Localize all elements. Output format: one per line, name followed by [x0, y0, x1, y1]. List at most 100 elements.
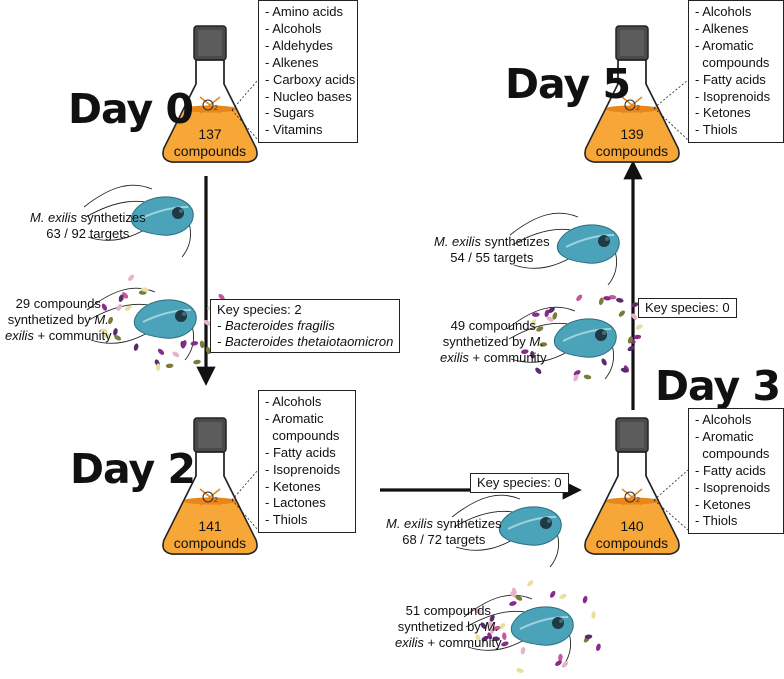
- compound-dot: [552, 312, 558, 320]
- compound-dot: [492, 636, 500, 641]
- compound-dot: [116, 303, 122, 312]
- compound-dot: [546, 316, 554, 322]
- compound-dot: [591, 611, 596, 619]
- species-name: M.: [529, 334, 544, 349]
- compound-item: - Isoprenoids: [265, 461, 341, 477]
- synth-targets: 63 / 92 targets: [46, 226, 130, 241]
- key-species-box-t2: Key species: 0: [470, 473, 569, 493]
- count-day0: 137 compounds: [165, 126, 255, 160]
- count-unit: compounds: [173, 535, 247, 551]
- compound-item: - Fatty acids: [265, 444, 336, 460]
- compound-dot: [157, 348, 165, 355]
- compound-dot: [633, 334, 642, 340]
- compound-item: - Alkenes: [265, 54, 319, 70]
- compound-dot: [103, 333, 111, 338]
- compound-item: - Thiols: [695, 122, 738, 138]
- compound-list-day3: - Alcohols - Aromatic compounds - Fatty …: [688, 408, 784, 535]
- compound-dot: [141, 287, 149, 292]
- compound-dot: [631, 313, 638, 320]
- compound-dot: [627, 336, 633, 344]
- count-day2: 141 compounds: [165, 518, 255, 552]
- community-text: synthetized by: [442, 334, 530, 349]
- compound-dot: [573, 370, 581, 376]
- compound-dot: [199, 340, 205, 349]
- compound-dot: [573, 374, 579, 382]
- compound-dot: [527, 580, 534, 587]
- community-count: 49 compounds: [450, 318, 536, 333]
- compound-dot: [218, 293, 225, 301]
- compound-dot: [498, 623, 506, 630]
- compound-item: - Fatty acids: [695, 462, 766, 478]
- compound-dot: [535, 367, 542, 374]
- community-text: synthetized by: [7, 312, 95, 327]
- compound-dot: [113, 328, 118, 336]
- community-text: synthetized by: [397, 619, 485, 634]
- key-species-item: - Bacteroides thetaiotaomicron: [217, 334, 394, 349]
- compound-item: - Ketones: [265, 478, 321, 494]
- compound-dot: [618, 310, 626, 317]
- compound-dot: [480, 622, 487, 629]
- species-name: M. exilis: [30, 210, 77, 225]
- count-value: 140: [620, 518, 644, 534]
- compound-dot: [122, 292, 129, 299]
- species-name: exilis: [440, 350, 469, 365]
- count-day5: 139 compounds: [587, 126, 677, 160]
- species-name: M. exilis: [386, 516, 433, 531]
- compound-item: - Aldehydes: [265, 37, 333, 53]
- compound-dot: [536, 326, 544, 332]
- compound-dot: [515, 595, 523, 601]
- count-value: 141: [198, 518, 222, 534]
- compound-item: - Alcohols: [695, 4, 752, 19]
- compound-item: - Lactones: [265, 495, 326, 511]
- synth-note-t3: M. exilis synthetizes 54 / 55 targets: [434, 234, 550, 266]
- compound-dot: [516, 668, 524, 673]
- compound-dot: [190, 341, 199, 346]
- compound-item: compounds: [695, 445, 770, 461]
- compound-dot: [532, 312, 540, 317]
- compound-dot: [181, 340, 187, 348]
- compound-dot: [601, 358, 607, 366]
- count-unit: compounds: [595, 143, 669, 159]
- synth-verb: synthetizes: [76, 210, 146, 225]
- count-value: 137: [198, 126, 222, 142]
- synth-verb: synthetizes: [480, 234, 550, 249]
- compound-dot: [603, 296, 611, 301]
- compound-item: - Isoprenoids: [695, 88, 771, 104]
- compound-item: - Nucleo bases: [265, 88, 352, 104]
- synth-verb: synthetizes: [432, 516, 502, 531]
- compound-dot: [530, 351, 535, 359]
- compound-dot: [584, 634, 593, 639]
- compound-dot: [502, 632, 507, 640]
- synth-note-t1: M. exilis synthetizes 63 / 92 targets: [30, 210, 146, 242]
- community-count: 29 compounds: [15, 296, 101, 311]
- connector-lines: [231, 79, 689, 531]
- compound-dot: [100, 328, 108, 334]
- synth-targets: 54 / 55 targets: [450, 250, 534, 265]
- compound-list-day2: - Alcohols - Aromatic compounds - Fatty …: [258, 390, 356, 534]
- compound-item: - Alcohols: [265, 394, 322, 409]
- key-species-box-t3: Key species: 0: [638, 298, 737, 318]
- compound-dot: [539, 342, 548, 347]
- compound-item: - Alcohols: [695, 412, 752, 427]
- compound-dot: [492, 625, 501, 631]
- compound-dot: [481, 635, 489, 642]
- species-name: exilis: [395, 635, 424, 650]
- compound-dot: [155, 363, 161, 371]
- species-name: exilis: [5, 328, 34, 343]
- compound-dot: [487, 632, 493, 640]
- key-species-item: - Bacteroides fragilis: [217, 318, 335, 333]
- compound-dot: [165, 363, 174, 369]
- compound-item: compounds: [265, 427, 340, 443]
- synth-note-t2: M. exilis synthetizes 68 / 72 targets: [386, 516, 502, 548]
- compound-dot: [488, 620, 494, 629]
- day-label-5: Day 5: [505, 60, 631, 108]
- compound-dot: [631, 302, 639, 308]
- compound-dot: [582, 595, 588, 604]
- species-name: M.: [94, 312, 109, 327]
- key-species-label: Key species: 2: [217, 302, 302, 317]
- compound-dot: [598, 297, 604, 306]
- compound-dot: [475, 634, 481, 642]
- count-day3: 140 compounds: [587, 518, 677, 552]
- day-label-0: Day 0: [68, 85, 194, 133]
